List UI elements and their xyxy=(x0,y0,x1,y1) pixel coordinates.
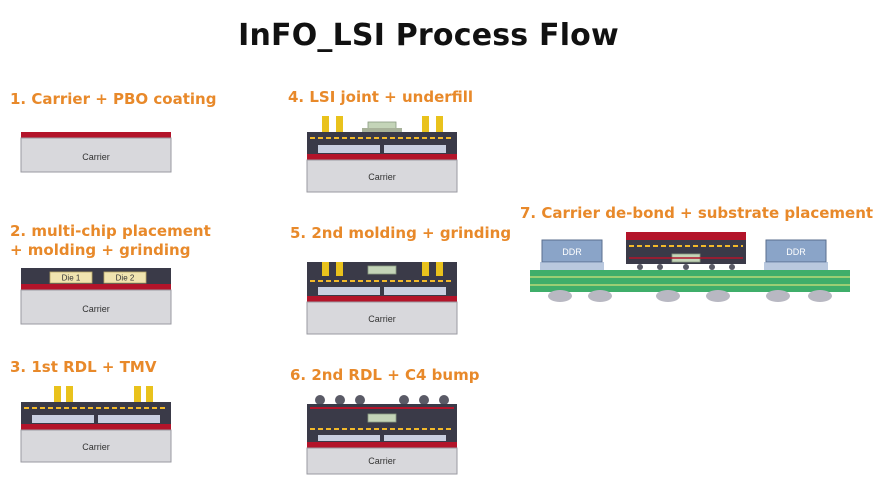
ddr-left-base xyxy=(540,262,604,270)
step-5-figure: Carrier xyxy=(306,262,458,335)
pbo-layer xyxy=(307,296,457,302)
tmv-pillar xyxy=(146,386,153,402)
carrier-label: Carrier xyxy=(368,314,396,324)
step-6-figure: Carrier xyxy=(306,395,458,475)
carrier-label: Carrier xyxy=(368,456,396,466)
carrier-block xyxy=(20,289,172,325)
carrier-label: Carrier xyxy=(82,152,110,162)
carrier-block xyxy=(306,301,458,335)
c4-bump xyxy=(709,264,715,270)
tmv-pillar xyxy=(134,386,141,402)
pbo-layer xyxy=(626,232,746,240)
die-1 xyxy=(32,415,94,423)
step-7-label: 7. Carrier de-bond + substrate placement xyxy=(520,204,873,222)
die-2 xyxy=(98,415,160,423)
bga-ball xyxy=(766,290,790,302)
die-1 xyxy=(318,435,380,441)
tmv-pillar xyxy=(436,116,443,132)
step-3-label: 3. 1st RDL + TMV xyxy=(10,358,157,376)
bga-ball xyxy=(548,290,572,302)
bga-ball xyxy=(706,290,730,302)
die-1 xyxy=(49,271,93,284)
step-6-label: 6. 2nd RDL + C4 bump xyxy=(290,366,480,384)
step-1-figure: Carrier xyxy=(20,132,172,173)
c4-bump xyxy=(315,395,325,405)
mold-layer xyxy=(307,286,457,296)
c4-bump xyxy=(657,264,663,270)
step-2-label-line1: 2. multi-chip placement xyxy=(10,222,211,240)
die-2 xyxy=(103,271,147,284)
carrier-label: Carrier xyxy=(82,442,110,452)
die-1 xyxy=(318,287,380,295)
tmv-pillar xyxy=(322,262,329,276)
lsi-bridge-die xyxy=(367,413,397,423)
carrier-block xyxy=(20,137,172,173)
mold-layer xyxy=(21,414,171,424)
c4-bump xyxy=(355,395,365,405)
step-2-label: 2. multi-chip placement + molding + grin… xyxy=(10,222,211,260)
carrier-block xyxy=(20,429,172,463)
die-1 xyxy=(318,145,380,153)
tmv-pillar xyxy=(436,262,443,276)
pbo-layer xyxy=(21,284,171,290)
step-4-figure: Carrier xyxy=(306,116,458,193)
die-2 xyxy=(384,145,446,153)
die-1-label: Die 1 xyxy=(62,274,81,283)
bga-ball xyxy=(656,290,680,302)
carrier-label: Carrier xyxy=(368,172,396,182)
carrier-block xyxy=(306,447,458,475)
mold-layer xyxy=(21,268,171,284)
pbo-layer xyxy=(21,132,171,138)
step-3-figure: Carrier xyxy=(20,386,172,463)
carrier-label: Carrier xyxy=(82,304,110,314)
pbo-layer xyxy=(307,154,457,160)
tmv-pillar xyxy=(336,262,343,276)
bga-ball xyxy=(808,290,832,302)
ddr-right-base xyxy=(764,262,828,270)
lsi-bridge-die xyxy=(367,265,397,275)
die-2 xyxy=(384,287,446,295)
c4-bump xyxy=(683,264,689,270)
pbo-layer xyxy=(21,424,171,430)
bga-ball xyxy=(588,290,612,302)
c4-bump xyxy=(335,395,345,405)
pbo-layer xyxy=(307,442,457,448)
c4-bump xyxy=(439,395,449,405)
substrate xyxy=(530,270,850,292)
step-7-figure: DDR DDR xyxy=(530,232,850,302)
tmv-pillar xyxy=(322,116,329,132)
step-2-figure: Die 1 Die 2 Carrier xyxy=(20,268,172,325)
c4-bump xyxy=(637,264,643,270)
step-1-label: 1. Carrier + PBO coating xyxy=(10,90,217,108)
page-title: InFO_LSI Process Flow xyxy=(238,18,619,53)
underfill xyxy=(362,128,402,133)
ddr-left-label: DDR xyxy=(562,247,582,257)
die-2-label: Die 2 xyxy=(116,274,135,283)
tmv-pillar xyxy=(66,386,73,402)
c4-bump xyxy=(399,395,409,405)
carrier-block xyxy=(306,159,458,193)
tmv-pillar xyxy=(336,116,343,132)
step-5-label: 5. 2nd molding + grinding xyxy=(290,224,512,242)
c4-bump xyxy=(419,395,429,405)
step-4-label: 4. LSI joint + underfill xyxy=(288,88,474,106)
tmv-pillar xyxy=(422,116,429,132)
mold-layer xyxy=(307,144,457,154)
step-2-label-line2: + molding + grinding xyxy=(10,241,191,259)
tmv-pillar xyxy=(54,386,61,402)
ddr-right-label: DDR xyxy=(786,247,806,257)
tmv-pillar xyxy=(422,262,429,276)
c4-bump xyxy=(729,264,735,270)
mold-layer xyxy=(307,434,457,442)
die-2 xyxy=(384,435,446,441)
